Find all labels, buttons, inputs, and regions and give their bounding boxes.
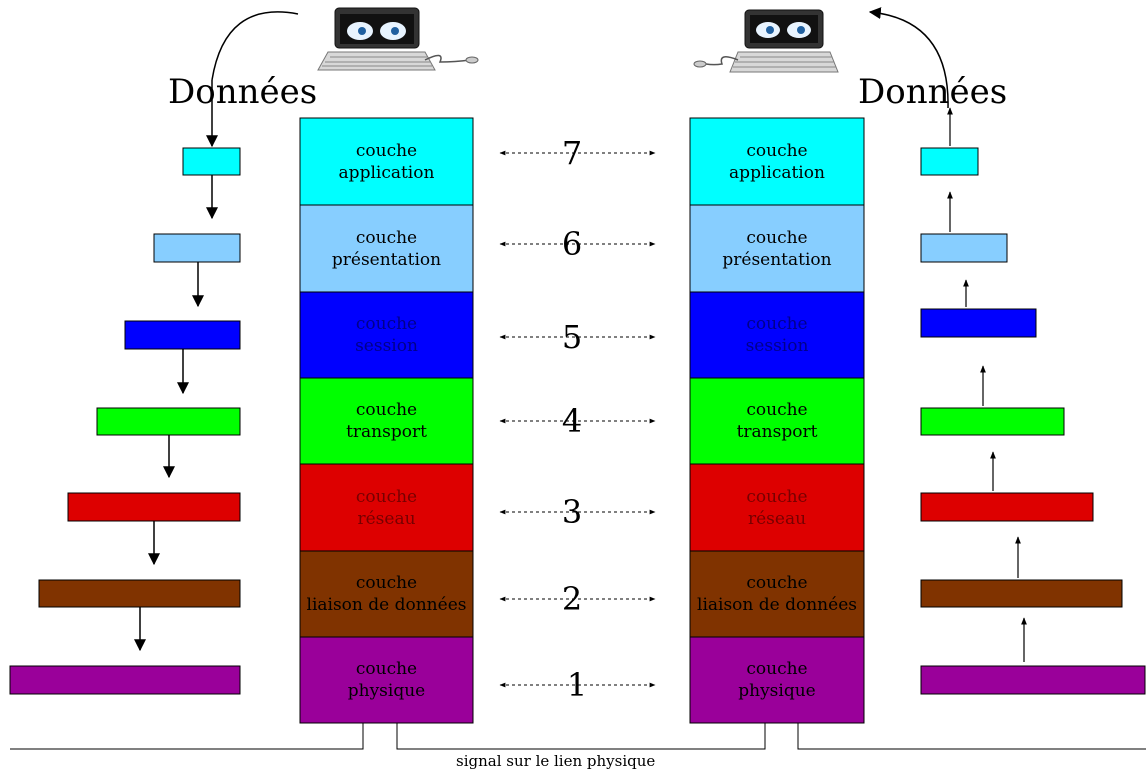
stack-right-layer-7 [689,117,865,206]
encap-left-7 [182,147,241,176]
layer-number-3: 3 [561,493,583,531]
stack-left-layer-3 [299,463,474,552]
layer-number-7: 7 [561,134,583,172]
computer-icon [693,9,839,73]
layer-number-5: 5 [561,318,583,356]
stack-right-layer-3 [689,463,865,552]
stack-left-layer-1 [299,636,474,724]
encap-right-2 [920,579,1123,608]
stack-right-layer-1 [689,636,865,724]
computer-icon [317,7,479,71]
encap-right-3 [920,492,1094,522]
encap-left-6 [153,233,241,263]
layer-number-4: 4 [561,402,583,440]
stack-left-layer-7 [299,117,474,206]
signal-label: signal sur le lien physique [456,752,656,770]
stack-right-layer-2 [689,550,865,638]
stack-left-layer-2 [299,550,474,638]
right-data-label: Données [858,72,1008,112]
physical-link [10,723,1146,750]
encap-left-5 [124,320,241,350]
arrow-icon [211,11,299,81]
encap-left-1 [9,665,241,695]
encap-right-6 [920,233,1008,263]
stack-left-layer-4 [299,377,474,465]
encap-left-3 [67,492,241,522]
stack-left-layer-5 [299,291,474,379]
arrow-icon [868,7,949,109]
encap-right-7 [920,147,979,176]
encap-left-4 [96,407,241,436]
stack-right-layer-4 [689,377,865,465]
encap-right-5 [920,308,1037,338]
stack-right-layer-6 [689,204,865,293]
stack-right-layer-5 [689,291,865,379]
left-data-label: Données [168,72,318,112]
stack-left-layer-6 [299,204,474,293]
encap-right-1 [920,665,1146,695]
layer-number-6: 6 [561,225,583,263]
layer-number-2: 2 [561,580,583,618]
layer-number-1: 1 [566,666,588,704]
encap-right-4 [920,407,1065,436]
encap-left-2 [38,579,241,608]
